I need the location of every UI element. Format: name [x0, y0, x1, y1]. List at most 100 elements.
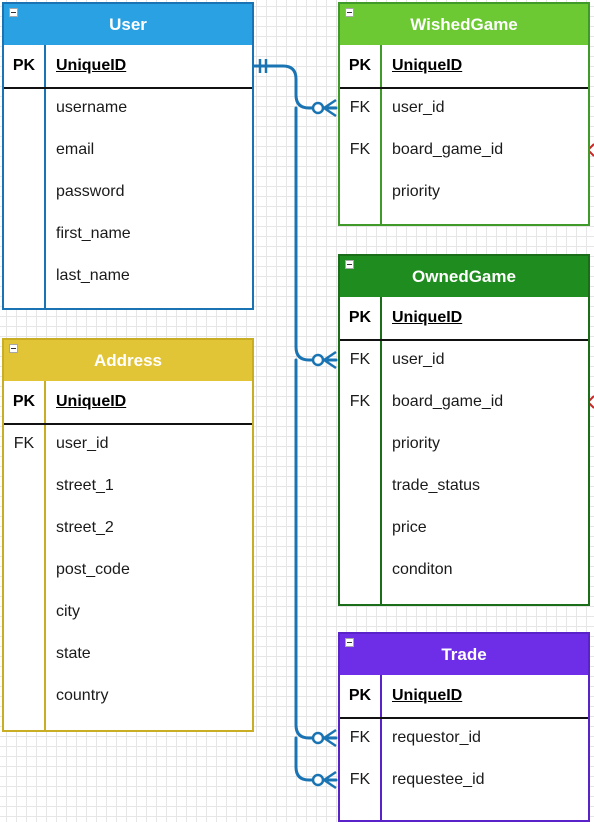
field-row[interactable]: street_1: [4, 465, 252, 507]
field-row[interactable]: first_name: [4, 213, 252, 255]
table-title: User: [109, 14, 147, 34]
key-label: PK: [12, 393, 36, 410]
field-row[interactable]: username: [4, 87, 252, 129]
field-name: UniqueID: [392, 57, 463, 74]
table-title: Trade: [441, 644, 487, 664]
key-label: PK: [12, 57, 36, 74]
field-name: trade_status: [392, 477, 481, 494]
field-name: password: [56, 183, 125, 200]
ownedgame-table-header[interactable]: OwnedGame: [340, 256, 588, 297]
field-name: conditon: [392, 561, 453, 578]
field-name: last_name: [56, 267, 130, 284]
trade-table-header[interactable]: Trade: [340, 634, 588, 675]
primary-key-row[interactable]: PK UniqueID: [4, 45, 252, 87]
field-name: country: [56, 687, 109, 704]
field-row[interactable]: post_code: [4, 549, 252, 591]
user-table[interactable]: User PK UniqueID username email password firs…: [2, 2, 254, 310]
wishedgame-table-header[interactable]: WishedGame: [340, 4, 588, 45]
field-row[interactable]: city: [4, 591, 252, 633]
relation-user-trade-requestor: [294, 358, 338, 740]
key-label: [4, 213, 44, 255]
field-row[interactable]: email: [4, 129, 252, 171]
key-label: PK: [348, 309, 372, 326]
field-name: username: [56, 99, 128, 116]
field-name: street_1: [56, 477, 114, 494]
field-row[interactable]: priority: [340, 171, 588, 213]
primary-key-row[interactable]: PK UniqueID: [340, 675, 588, 717]
key-label: FK: [13, 435, 35, 452]
key-label: FK: [349, 351, 371, 368]
key-label: FK: [349, 99, 371, 116]
zero-or-many-marker: [311, 98, 337, 118]
field-name: requestee_id: [392, 771, 485, 788]
key-label: PK: [348, 57, 372, 74]
key-label: [4, 507, 44, 549]
field-row[interactable]: country: [4, 675, 252, 717]
field-name: email: [56, 141, 95, 158]
key-label: FK: [349, 141, 371, 158]
user-table-header[interactable]: User: [4, 4, 252, 45]
field-name: UniqueID: [392, 309, 463, 326]
field-name: first_name: [56, 225, 131, 242]
field-row[interactable]: FK requestee_id: [340, 759, 588, 801]
field-name: state: [56, 645, 91, 662]
zero-or-many-marker: [311, 350, 337, 370]
field-name: price: [392, 519, 427, 536]
key-label: [4, 549, 44, 591]
relation-user-ownedgame: [294, 106, 338, 362]
field-name: requestor_id: [392, 729, 481, 746]
primary-key-row[interactable]: PK UniqueID: [4, 381, 252, 423]
field-name: user_id: [392, 351, 445, 368]
collapse-icon[interactable]: [9, 8, 18, 17]
field-name: post_code: [56, 561, 130, 578]
field-row[interactable]: password: [4, 171, 252, 213]
address-table-header[interactable]: Address: [4, 340, 252, 381]
primary-key-row[interactable]: PK UniqueID: [340, 45, 588, 87]
field-row[interactable]: street_2: [4, 507, 252, 549]
table-title: WishedGame: [410, 14, 518, 34]
key-label: [340, 507, 380, 549]
primary-key-row[interactable]: PK UniqueID: [340, 297, 588, 339]
collapse-icon[interactable]: [345, 8, 354, 17]
field-name: street_2: [56, 519, 114, 536]
field-row[interactable]: state: [4, 633, 252, 675]
key-label: [340, 171, 380, 213]
one-mandatory-marker: [258, 59, 268, 73]
key-label: FK: [349, 393, 371, 410]
field-row[interactable]: priority: [340, 423, 588, 465]
key-label: [340, 465, 380, 507]
relation-user-wishedgame: [252, 64, 338, 110]
field-row[interactable]: last_name: [4, 255, 252, 297]
key-label: [4, 87, 44, 129]
collapse-icon[interactable]: [345, 638, 354, 647]
field-row[interactable]: FK user_id: [340, 339, 588, 381]
collapse-icon[interactable]: [9, 344, 18, 353]
field-row[interactable]: trade_status: [340, 465, 588, 507]
field-row[interactable]: price: [340, 507, 588, 549]
field-row[interactable]: conditon: [340, 549, 588, 591]
field-row[interactable]: FK board_game_id: [340, 129, 588, 171]
collapse-icon[interactable]: [345, 260, 354, 269]
relation-user-trade-requestee: [294, 736, 338, 782]
field-name: priority: [392, 435, 441, 452]
field-name: priority: [392, 183, 441, 200]
key-label: [4, 129, 44, 171]
key-label: [4, 465, 44, 507]
field-name: UniqueID: [56, 393, 127, 410]
key-label: FK: [349, 771, 371, 788]
field-name: board_game_id: [392, 141, 504, 158]
zero-or-many-marker: [311, 728, 337, 748]
field-name: UniqueID: [392, 687, 463, 704]
key-label: [4, 171, 44, 213]
key-label: PK: [348, 687, 372, 704]
table-title: OwnedGame: [412, 266, 516, 286]
field-name: UniqueID: [56, 57, 127, 74]
